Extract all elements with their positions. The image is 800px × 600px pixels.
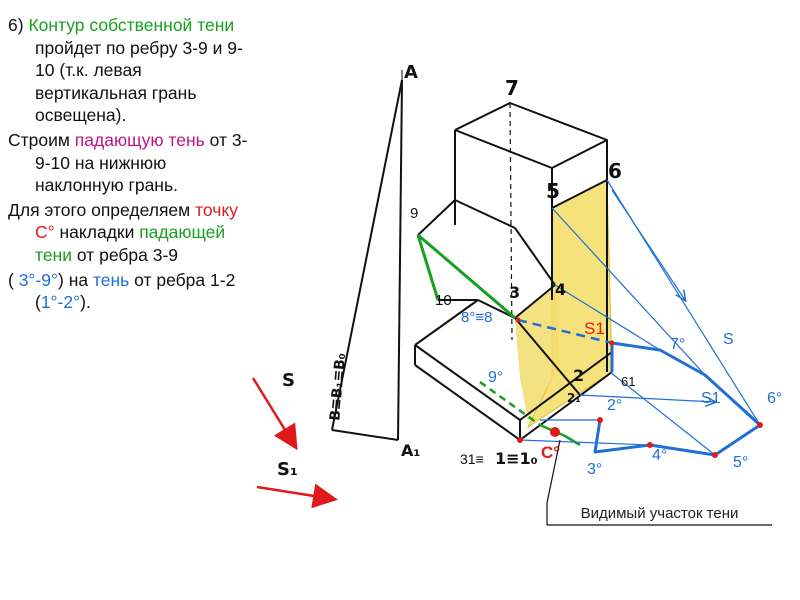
text-run: точку С° <box>35 199 238 243</box>
label-a1: A₁ <box>401 441 420 460</box>
label-s1-blue: S1 <box>701 390 721 407</box>
text-run: Контур собственной тени <box>28 15 235 35</box>
paragraph-own-shadow: 6) Контур собственной тени пройдет по ре… <box>8 14 258 127</box>
label-b-equiv: B≡B₁≡B₀ <box>327 352 349 421</box>
label-point-5-deg: 5° <box>733 454 748 471</box>
own-shadow-contour <box>416 233 516 320</box>
label-s-left: S <box>282 370 295 391</box>
label-point-9-deg: 9° <box>488 369 503 386</box>
label-point-61: 61 <box>621 374 635 389</box>
label-a: A <box>404 62 418 83</box>
hidden-lines <box>509 102 513 341</box>
text-run: падающую тень <box>74 129 205 150</box>
label-point-3: 3 <box>509 283 520 302</box>
label-point-10: 10 <box>435 292 452 309</box>
text-run: ). <box>80 292 91 313</box>
label-point-2-deg: 2° <box>607 397 622 414</box>
label-point-4-deg: 4° <box>652 447 667 464</box>
text-run: Для этого определяем <box>8 199 196 220</box>
light-rays <box>519 179 761 456</box>
light-direction-arrows <box>251 377 338 509</box>
dashed-shadow-edge <box>517 318 613 345</box>
label-point-4: 4 <box>555 280 566 299</box>
paragraph-rib-shadow: ( 3°-9°) на тень от ребра 1-2 (1°-2°). <box>8 269 258 314</box>
light-triangle <box>331 70 403 441</box>
visible-shadow-part-label: Видимый участок тени <box>580 505 739 522</box>
text-run: 6) <box>8 15 29 35</box>
visible-part-pointer <box>546 439 772 526</box>
label-point-8-deg: 8°≡8 <box>461 309 492 326</box>
construction-points <box>515 317 763 458</box>
ground-shadow-outline <box>593 341 762 457</box>
label-point-2: 2 <box>573 366 584 385</box>
text-run: 1°-2° <box>40 292 81 313</box>
label-point-7-deg: 7° <box>670 336 685 353</box>
text-run: Строим <box>8 129 75 150</box>
label-s-right: S <box>723 331 734 348</box>
label-point-31: 31≡ <box>460 451 484 467</box>
text-run: накладки <box>54 222 140 243</box>
label-point-3-deg: 3° <box>587 461 602 478</box>
label-point-6: 6 <box>608 159 622 183</box>
text-run: от ребра 3-9 <box>72 244 178 265</box>
paragraph-point-c: Для этого определяем точку С° накладки п… <box>8 199 258 267</box>
text-run: падающей тени <box>35 222 226 265</box>
text-run: 3°-9° <box>18 269 58 290</box>
text-run: от 3-9-10 на нижнюю наклонную грань. <box>35 129 248 196</box>
label-point-9: 9 <box>410 205 418 222</box>
text-run: ) на <box>58 269 93 290</box>
explanation-text: 6) Контур собственной тени пройдет по ре… <box>8 14 258 316</box>
shadow-faces <box>515 179 613 429</box>
text-run: тень <box>92 269 130 290</box>
label-point-c-deg: C° <box>541 443 560 462</box>
paragraph-falling-shadow: Строим падающую тень от 3-9-10 на нижнюю… <box>8 129 258 197</box>
text-run: пройдет по ребру 3-9 и 9-10 (т.к. левая … <box>35 37 243 126</box>
label-point-7: 7 <box>505 76 519 100</box>
label-point-6-deg: 6° <box>767 390 782 407</box>
text-run: от ребра 1-2 ( <box>35 269 236 313</box>
text-run: ( <box>8 269 19 290</box>
label-s1-left: S₁ <box>277 459 298 480</box>
label-point-5: 5 <box>546 179 560 203</box>
label-s1-red: S1 <box>584 319 605 338</box>
label-point-2-1: 2₁ <box>567 391 581 405</box>
label-point-1: 1≡1₀ <box>495 449 538 468</box>
